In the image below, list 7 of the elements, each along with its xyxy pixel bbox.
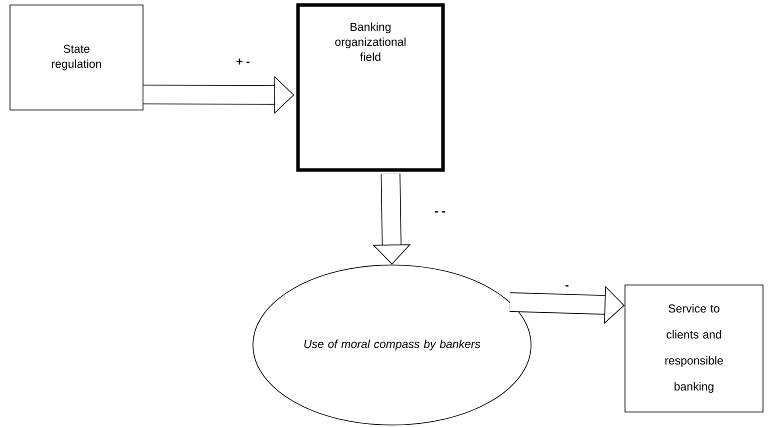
edge-label: + - [236,58,250,64]
process-box: Banking organizational field [296,3,445,172]
process-box: Service to clients and responsible banking [624,284,764,412]
edge-label: - - [435,211,445,213]
edge-label: - [566,285,568,287]
ellipse-node: Use of moral compass by bankers [252,264,532,426]
process-box: State regulation [10,4,144,110]
